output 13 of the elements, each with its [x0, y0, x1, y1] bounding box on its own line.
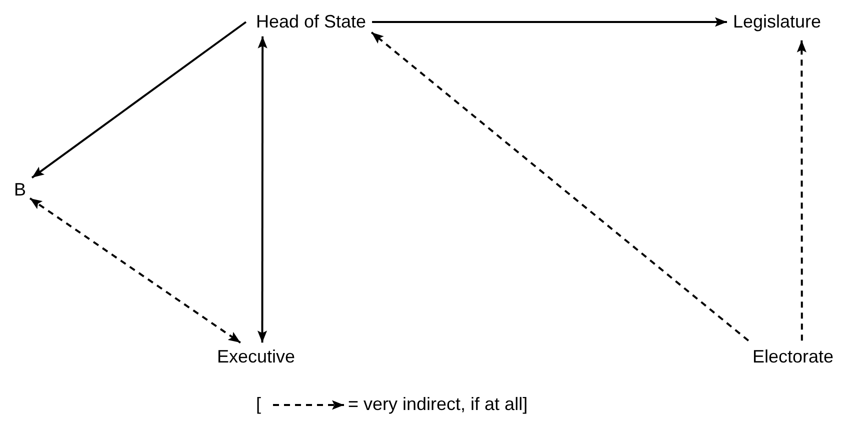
arrow — [31, 21, 247, 178]
arrow — [796, 40, 806, 341]
node-label: Legislature — [732, 12, 822, 32]
node-label: B — [14, 180, 26, 200]
arrow — [29, 198, 241, 344]
arrow — [372, 17, 727, 27]
node-label: Executive — [216, 346, 296, 368]
node-label: Electorate — [752, 346, 834, 368]
arrow — [257, 36, 268, 343]
arrow — [370, 32, 750, 342]
node-label: Head of State — [256, 12, 366, 32]
legend-text: = very indirect, if at all] — [348, 394, 528, 415]
bracket-text: [ — [256, 394, 262, 415]
